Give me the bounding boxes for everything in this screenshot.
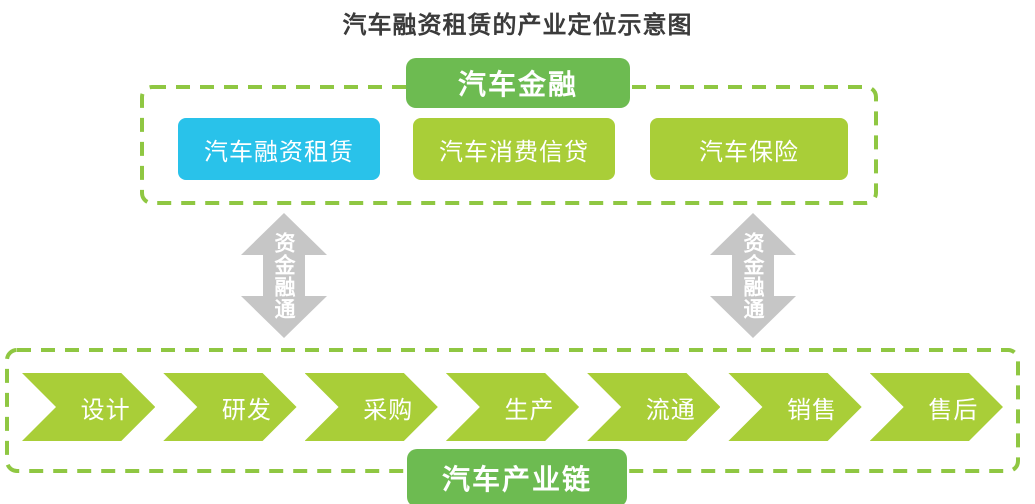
funds-flow-arrow-left: 资金融通 (241, 213, 327, 338)
double-arrow-icon (710, 213, 796, 338)
dashed-border-graphic (140, 85, 878, 205)
diagram-title: 汽车融资租赁的产业定位示意图 (342, 11, 693, 39)
stage-production: 生产 (446, 373, 579, 441)
funds-flow-label-left: 资金融通 (272, 231, 296, 320)
stage-rd: 研发 (163, 373, 296, 441)
stage-distribution: 流通 (587, 373, 720, 441)
auto-finance-section-border (140, 85, 878, 205)
industry-chain-badge: 汽车产业链 (407, 449, 627, 504)
double-arrow-icon (241, 213, 327, 338)
industry-chain: 设计 研发 采购 生产 流通 销售 售后 (22, 373, 1003, 441)
stage-design: 设计 (22, 373, 155, 441)
funds-flow-label-right: 资金融通 (741, 231, 765, 320)
stage-aftersales: 售后 (870, 373, 1003, 441)
item-auto-insurance: 汽车保险 (650, 118, 848, 180)
stage-sales: 销售 (728, 373, 861, 441)
auto-finance-badge: 汽车金融 (406, 58, 630, 108)
item-auto-finance-leasing: 汽车融资租赁 (178, 118, 380, 180)
item-auto-consumer-credit: 汽车消费信贷 (413, 118, 615, 180)
stage-procurement: 采购 (305, 373, 438, 441)
funds-flow-arrow-right: 资金融通 (710, 213, 796, 338)
